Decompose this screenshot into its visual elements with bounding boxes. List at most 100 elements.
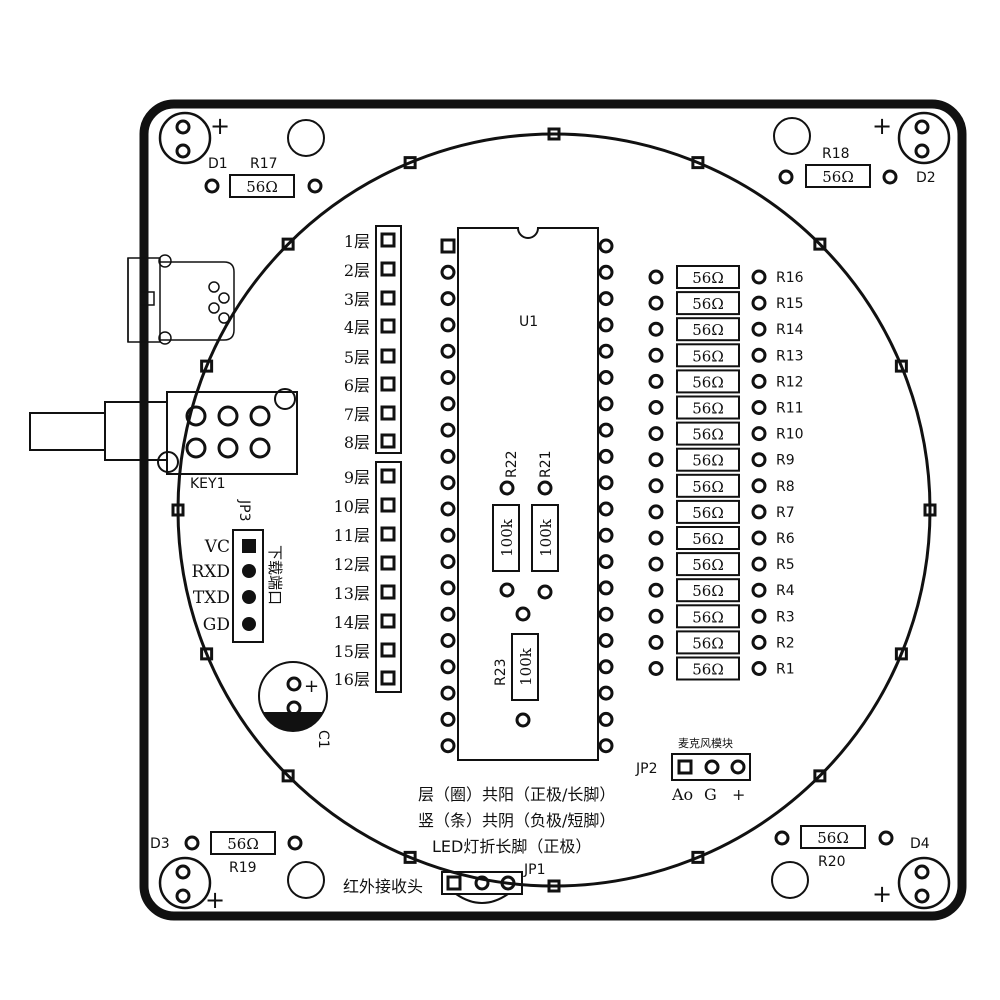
jp1-side-label: 红外接收头 [343, 877, 423, 896]
jp2-pin-label: Ao [671, 785, 693, 804]
led-label: D1 [208, 156, 228, 172]
led-pad [175, 888, 191, 904]
mid-resistors: R22 R21 100k 100k 100k R23 [492, 450, 559, 728]
pad [598, 659, 614, 675]
pad [598, 475, 614, 491]
led-pad [914, 888, 930, 904]
ring-pad [403, 156, 417, 170]
resistor-label: R19 [229, 860, 257, 876]
ring-pad [894, 359, 908, 373]
ring-pad [281, 769, 295, 783]
switch-mount [274, 388, 296, 410]
square-pad [380, 433, 396, 449]
r23-body [511, 633, 539, 701]
led-pad [175, 119, 191, 135]
pad [751, 661, 767, 676]
jp3-pin [242, 617, 256, 631]
resistor-value: 56Ω [692, 608, 724, 626]
pad [185, 405, 207, 427]
ring-pad [200, 647, 214, 661]
resistor-label: R10 [776, 427, 804, 443]
jp2-pin-label: G [704, 785, 717, 804]
pad [598, 343, 614, 359]
ring-pad [403, 850, 417, 864]
ring-pad [281, 237, 295, 251]
pad [440, 738, 456, 754]
resistor-body [676, 265, 740, 289]
key-label: KEY1 [190, 476, 226, 492]
u1-chip: U1 [440, 227, 614, 761]
pad [217, 437, 239, 459]
plus-sign: + [205, 886, 225, 914]
led-pad [914, 864, 930, 880]
resistor-value: 56Ω [822, 168, 854, 186]
mount-hole [158, 856, 212, 910]
resistor-value: 56Ω [246, 178, 278, 196]
resistor-label: R18 [822, 146, 850, 162]
resistor-label: R14 [776, 322, 804, 338]
ring-pad [691, 156, 705, 170]
square-pad [380, 555, 396, 571]
resistor-label: R4 [776, 583, 795, 599]
pad [249, 437, 271, 459]
pad [499, 480, 515, 496]
r21-body [531, 504, 559, 572]
resistor-label: R2 [776, 635, 795, 651]
resistor-value: 56Ω [692, 452, 724, 470]
led-pad [175, 864, 191, 880]
corner-tl: + D1 R17 56Ω [158, 111, 325, 198]
resistor-pad [287, 835, 303, 851]
resistor-body [676, 526, 740, 550]
pad [730, 759, 746, 775]
resistor-label: R12 [776, 374, 804, 390]
pad [598, 606, 614, 622]
resistor-body [676, 473, 740, 498]
layer-label: 14层 [334, 613, 370, 632]
plus-sign: + [210, 112, 230, 140]
resistor-label: R3 [776, 609, 795, 625]
layer-label: 6层 [344, 376, 370, 395]
jp1-ir-receiver: JP1 红外接收头 [343, 862, 545, 904]
resistor-label: R9 [776, 453, 795, 469]
resistor-value: 56Ω [817, 829, 849, 847]
pad [440, 711, 456, 727]
jp3-pin-label: GD [203, 615, 230, 635]
pad [440, 554, 456, 570]
resistor-value: 56Ω [692, 347, 724, 365]
resistor-value: 56Ω [692, 661, 724, 679]
u1-label: U1 [519, 314, 538, 330]
resistor-body [676, 317, 740, 342]
resistor-pad [878, 830, 894, 846]
r21-value: 100k [537, 518, 555, 557]
pad [440, 264, 456, 280]
pad [704, 759, 720, 775]
switch-mount [157, 451, 179, 473]
layer-label: 16层 [334, 670, 370, 689]
ring-pad [923, 503, 937, 517]
pad [648, 504, 664, 520]
resistor-value: 56Ω [227, 835, 259, 853]
pad [751, 347, 767, 363]
ring-pad [547, 879, 561, 893]
pad [286, 676, 302, 692]
pad [598, 238, 614, 254]
r21-label: R21 [538, 450, 554, 478]
ring-pad [813, 237, 827, 251]
resistor-body [676, 395, 740, 420]
jp1-label: JP1 [523, 862, 545, 878]
pad [286, 700, 302, 716]
pad [440, 633, 456, 648]
pad [751, 634, 767, 650]
led-ring-outline [176, 132, 932, 888]
ring-pad [171, 503, 185, 517]
resistor-value: 56Ω [692, 321, 724, 339]
pad [440, 370, 456, 385]
resistor-body [676, 499, 740, 524]
layer-label: 9层 [344, 468, 370, 487]
pad [217, 405, 239, 427]
resistor-body [676, 291, 740, 316]
pad [648, 452, 664, 468]
